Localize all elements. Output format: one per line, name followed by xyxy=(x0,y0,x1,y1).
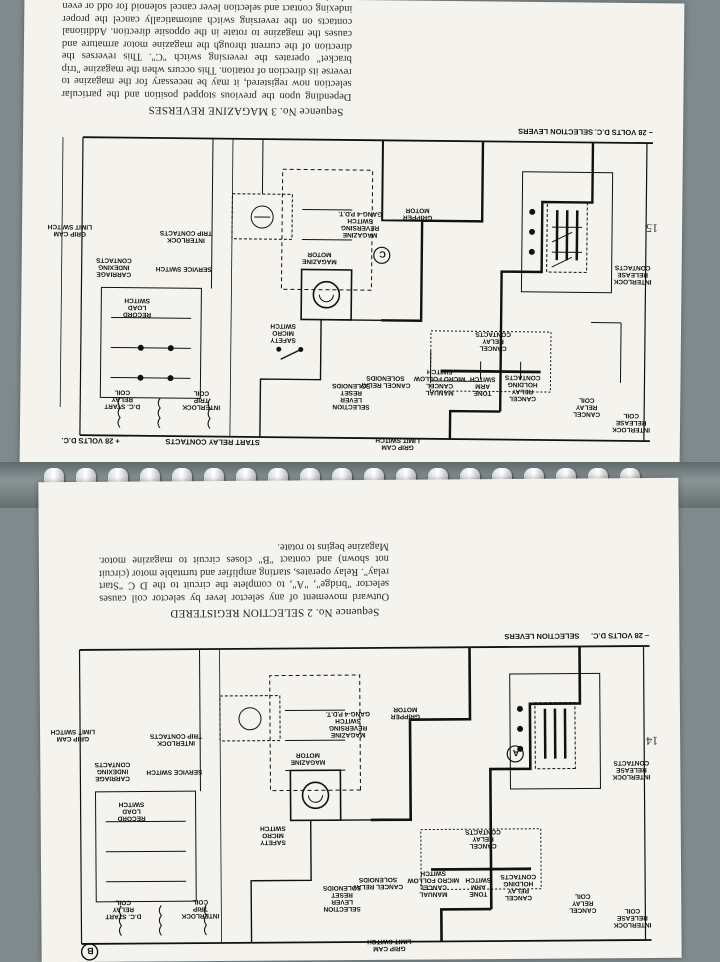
label-cancel-relay-coil: CANCEL RELAY COIL xyxy=(569,892,596,913)
label-magazine-reversing: MAGAZINE REVERSING SWITCH GANG-4 P.D.T. xyxy=(338,210,382,238)
label-interlock-release-contacts: INTERLOCK RELEASE CONTACTS xyxy=(612,759,650,780)
label-interlock-trip-coil: INTERLOCK TRIP COIL xyxy=(181,898,219,919)
negative-bus-line xyxy=(80,646,650,650)
label-grip-cam-limit-left: GRIP CAM LIMIT SWITCH xyxy=(367,938,412,952)
label-cancel-holding: CANCEL RELAY HOLDING CONTACTS xyxy=(500,873,536,901)
label-selection-lever-reset: SELECTION LEVER RESET SOLENOIDS xyxy=(323,884,361,912)
label-tone-arm: TONE ARM SWITCH xyxy=(465,876,491,897)
label-interlock-release-coil: INTERLOCK RELEASE COIL xyxy=(612,412,650,433)
label-safety-micro-switch: SAFETY MICRO SWITCH xyxy=(270,322,296,343)
page-15-content: 15 Sequence No. 3 MAGAZINE REVERSES Depe… xyxy=(20,0,685,473)
callout-b: B xyxy=(87,946,94,956)
label-carriage-indexing: CARRIAGE INDEXING CONTACTS xyxy=(95,761,131,782)
positive-bus-line xyxy=(80,435,650,441)
page-14: 14 Sequence No. 2 SELECTION REGISTERED O… xyxy=(38,478,681,962)
page-15: 15 Sequence No. 3 MAGAZINE REVERSES Depe… xyxy=(20,0,685,473)
callout-c: C xyxy=(379,249,386,259)
label-gripper-motor: GRIPPER MOTOR xyxy=(391,706,420,720)
label-grip-cam-limit: GRIP CAM LIMIT SWITCH xyxy=(51,728,96,742)
label-magazine-motor: MAGAZINE MOTOR xyxy=(302,250,337,264)
label-micro-follow: MANUAL CANCEL MICRO FOLLOW SWITCH xyxy=(414,368,466,397)
label-interlock-trip-contacts: INTERLOCK TRIP CONTACTS xyxy=(160,229,212,244)
negative-bus-line xyxy=(83,137,653,143)
label-tone-arm: TONE ARM SWITCH xyxy=(470,375,496,396)
label-safety-micro-switch: SAFETY MICRO SWITCH xyxy=(260,825,286,846)
label-selection-lever-reset: SELECTION LEVER RESET SOLENOIDS xyxy=(332,382,371,410)
label-dc-start-relay-coil: D.C. START RELAY COIL xyxy=(105,899,141,920)
label-micro-follow: MANUAL CANCEL MICRO FOLLOW SWITCH xyxy=(407,869,459,897)
label-grip-cam-limit-left: GRIP CAM LIMIT SWITCH xyxy=(375,436,420,450)
label-magazine-motor: MAGAZINE MOTOR xyxy=(291,751,326,765)
label-grip-cam-limit: GRIP CAM LIMIT SWITCH xyxy=(48,223,93,237)
label-cancel-relay-contacts: CANCEL RELAY CONTACTS xyxy=(475,330,511,351)
label-record-load: RECORD LOAD SWITCH xyxy=(117,800,145,821)
label-interlock-release-contacts: INTERLOCK RELEASE CONTACTS xyxy=(614,264,652,285)
label-interlock-trip-contacts: INTERLOCK TRIP CONTACTS xyxy=(150,732,202,746)
label-magazine-reversing: MAGAZINE REVERSING SWITCH GANG-4 P.D.T. xyxy=(326,710,370,738)
callout-a: A xyxy=(512,748,519,758)
label-record-load: RECORD LOAD SWITCH xyxy=(123,297,151,318)
label-gripper-motor: GRIPPER MOTOR xyxy=(403,207,432,221)
label-interlock-release-coil: INTERLOCK RELEASE COIL xyxy=(613,907,651,928)
label-interlock-trip-coil: INTERLOCK TRIP COIL xyxy=(182,389,220,410)
label-cancel-relay-coil: CANCEL RELAY COIL xyxy=(573,396,600,417)
label-service-switch: SERVICE SWITCH xyxy=(156,265,212,273)
page-14-content: 14 Sequence No. 2 SELECTION REGISTERED O… xyxy=(38,478,681,962)
label-dc-start-relay-coil: D.C. START RELAY COIL xyxy=(104,388,140,409)
label-cancel-holding: CANCEL RELAY HOLDING CONTACTS xyxy=(505,374,541,402)
label-carriage-indexing: CARRIAGE INDEXING CONTACTS xyxy=(96,256,132,277)
label-service-switch: SERVICE SWITCH xyxy=(146,768,202,775)
label-cancel-relay-contacts: CANCEL RELAY CONTACTS xyxy=(465,828,501,849)
